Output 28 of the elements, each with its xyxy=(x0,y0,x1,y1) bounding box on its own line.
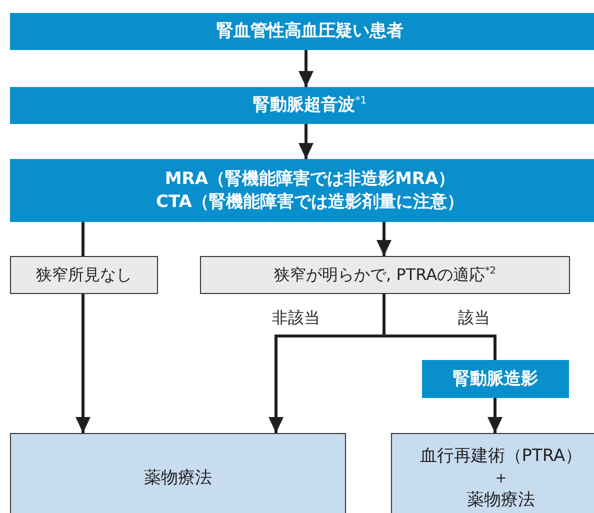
box-text: 狭窄所見なし xyxy=(36,264,132,286)
treatment-box xyxy=(391,433,594,513)
box-text: MRA（腎機能障害では非造影MRA） xyxy=(164,168,456,190)
box-text: 薬物療法 xyxy=(144,466,212,490)
box-text: 狭窄が明らかで, PTRAの適応$^{*2}$ xyxy=(274,264,496,286)
step-box xyxy=(422,360,569,398)
box-text: CTA（腎機能障害では造影剤量に注意） xyxy=(156,190,464,213)
box-text: 腎動脈超音波$^{*1}$ xyxy=(253,94,367,117)
connector-line xyxy=(82,222,84,256)
step-box xyxy=(10,159,594,222)
arrow xyxy=(298,124,314,159)
step-box xyxy=(10,87,594,124)
connector-line xyxy=(382,294,496,360)
arrow xyxy=(488,398,502,433)
step-box xyxy=(10,13,594,50)
edge-label: 該当 xyxy=(458,308,490,329)
box-text: 薬物療法 xyxy=(467,489,535,512)
arrow xyxy=(298,50,314,87)
arrow xyxy=(76,294,90,433)
finding-box xyxy=(10,256,158,294)
box-text: 腎血管性高血圧疑い患者 xyxy=(216,20,404,43)
finding-box xyxy=(200,256,570,294)
box-text: 血行再建術（PTRA） xyxy=(420,444,582,467)
treatment-box xyxy=(10,433,346,513)
box-text: 腎動脈造影 xyxy=(453,368,538,390)
box-text: ＋ xyxy=(492,466,510,490)
arrow xyxy=(376,222,392,256)
edge-label: 非該当 xyxy=(272,308,320,329)
